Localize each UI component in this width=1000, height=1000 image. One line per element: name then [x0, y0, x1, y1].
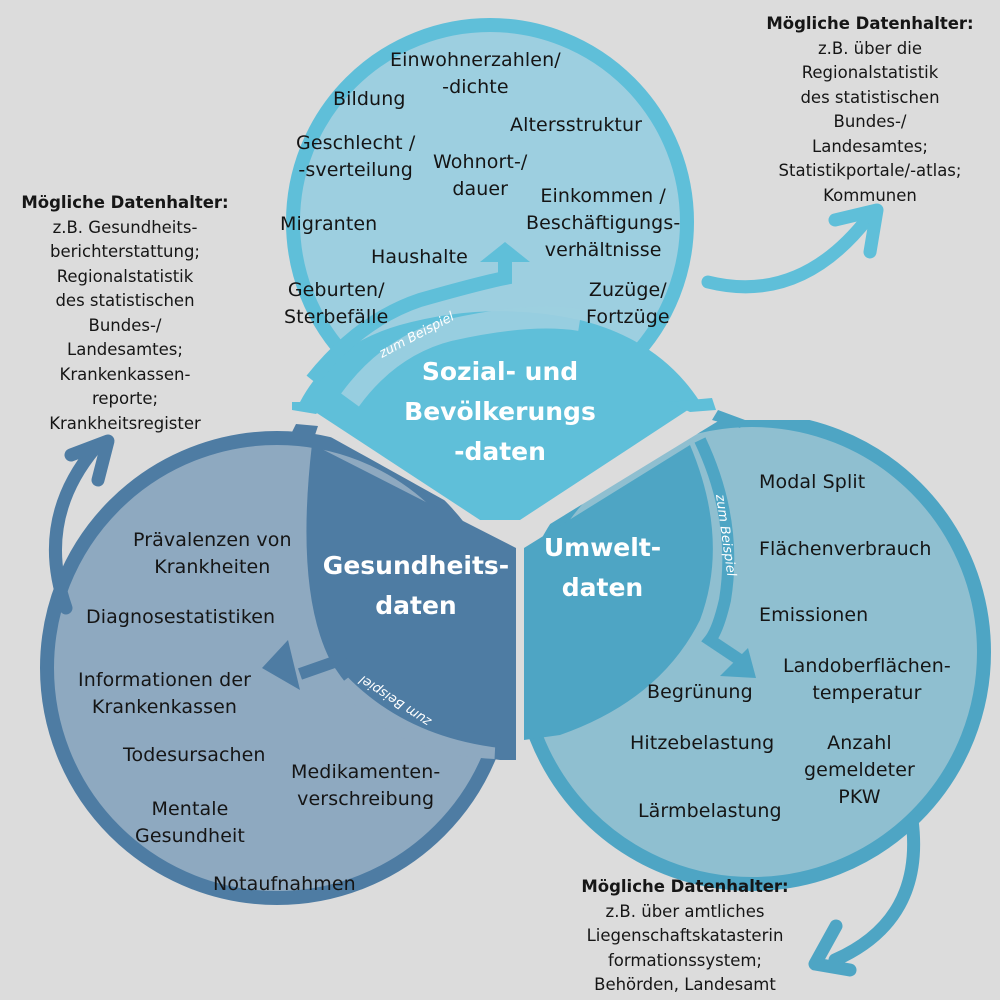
health-data-holders: Mögliche Datenhalter: z.B. Gesundheits- …: [10, 191, 240, 436]
environment-item: Modal Split: [759, 471, 866, 493]
social-item: Einkommen /Beschäftigungs-verhältnisse: [526, 185, 681, 261]
environment-example-arrow: [694, 437, 744, 665]
social-example-arrow: [306, 262, 512, 385]
social-holder-arrow: [701, 211, 875, 294]
environment-center-wedge: [524, 445, 713, 740]
social-item: Geschlecht /-sverteilung: [296, 132, 416, 181]
environment-item: Flächenverbrauch: [759, 538, 932, 560]
holder-heading: Mögliche Datenhalter:: [581, 877, 789, 896]
health-item: Diagnosestatistiken: [86, 606, 276, 628]
social-item: Migranten: [280, 213, 378, 235]
environment-item: Hitzebelastung: [630, 732, 775, 754]
holder-heading: Mögliche Datenhalter:: [21, 193, 229, 212]
social-item: Einwohnerzahlen/-dichte: [390, 49, 561, 98]
social-item: Geburten/Sterbefälle: [284, 279, 389, 328]
health-holder-arrow-head-icon: [64, 434, 115, 487]
environment-data-holders: Mögliche Datenhalter: z.B. über amtliche…: [565, 875, 805, 998]
health-item: Notaufnahmen: [213, 873, 356, 895]
environment-item: Lärmbelastung: [638, 800, 782, 822]
social-holder-arrow-head-icon: [828, 203, 884, 259]
health-category-label: Gesundheits-daten: [322, 551, 510, 620]
environment-item: Emissionen: [759, 604, 869, 626]
health-arrow-head-icon: [262, 640, 300, 690]
social-data-holders: Mögliche Datenhalter: z.B. über die Regi…: [755, 12, 985, 208]
environment-item: Begrünung: [647, 681, 753, 703]
health-item: Medikamenten-verschreibung: [291, 761, 441, 810]
environment-holder-arrow-head-icon: [808, 919, 857, 977]
environment-category-label: Umwelt-daten: [543, 533, 662, 602]
social-item: Haushalte: [371, 246, 468, 268]
social-item: Zuzüge/Fortzüge: [586, 279, 670, 328]
health-item: Todesursachen: [123, 744, 266, 766]
health-example-arrow: [298, 652, 501, 748]
environment-holder-arrow: [828, 813, 921, 967]
social-item: Bildung: [333, 88, 406, 110]
social-item: Wohnort-/dauer: [433, 151, 528, 200]
environment-arrow-head-icon: [720, 648, 756, 678]
health-holder-arrow: [48, 441, 102, 615]
social-arrow-head-icon: [480, 242, 530, 262]
social-item: Altersstruktur: [510, 114, 643, 136]
holder-heading: Mögliche Datenhalter:: [766, 14, 974, 33]
environment-item: Landoberflächen-temperatur: [783, 655, 951, 704]
